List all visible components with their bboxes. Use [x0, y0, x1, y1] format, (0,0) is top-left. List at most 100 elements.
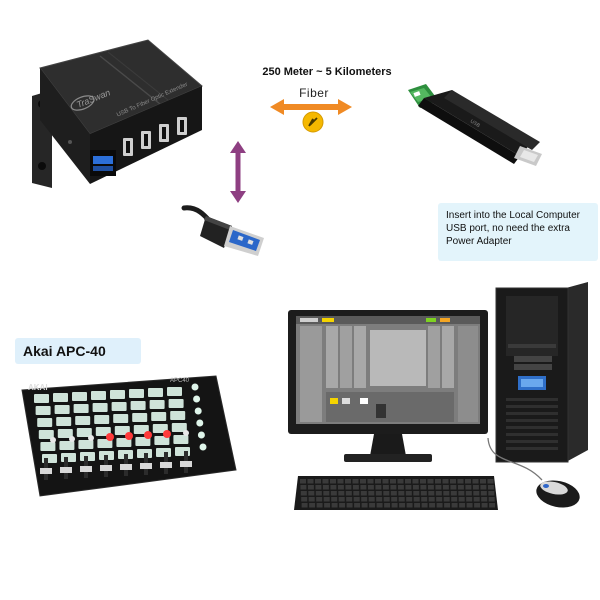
keyboard-key — [337, 479, 344, 484]
keyboard-key — [300, 479, 306, 484]
keyboard-key — [330, 491, 337, 496]
keyboard-key — [421, 497, 428, 502]
keyboard-key — [465, 485, 472, 490]
controller-pad — [152, 424, 168, 433]
keyboard-key — [435, 491, 442, 496]
akai-apc40-controller-illustration: AKAI APC40 — [21, 375, 237, 497]
keyboard-key — [473, 497, 480, 502]
controller-pad — [156, 448, 171, 457]
controller-pad — [76, 428, 92, 437]
keyboard-key — [390, 485, 397, 490]
keyboard-key — [457, 479, 464, 484]
keyboard-key — [324, 503, 331, 508]
keyboard-key — [481, 503, 488, 508]
usb-fiber-extender-illustration: TraSwan USB To Fiber Optic Extender — [32, 39, 203, 188]
keyboard-key — [308, 497, 315, 502]
keyboard-key — [322, 479, 329, 484]
controller-pad — [148, 388, 163, 397]
keyboard-key — [428, 497, 435, 502]
keyboard-key — [384, 503, 391, 508]
keyboard-key — [444, 503, 451, 508]
keyboard-key — [451, 503, 458, 508]
keyboard-key — [309, 503, 316, 508]
keyboard-key — [345, 485, 352, 490]
controller-pad — [75, 416, 91, 425]
keyboard-key — [489, 503, 496, 508]
keyboard-key — [421, 503, 428, 508]
usb-connection-arrow — [230, 141, 246, 203]
controller-fader-cap — [160, 462, 172, 468]
keyboard-key — [360, 485, 367, 490]
keyboard-key — [420, 491, 427, 496]
keyboard-key — [480, 479, 486, 484]
keyboard-key — [331, 503, 338, 508]
keyboard-key — [316, 503, 323, 508]
keyboard-key — [398, 491, 405, 496]
controller-led — [50, 437, 56, 443]
keyboard-key — [315, 491, 322, 496]
keyboard-key — [412, 479, 419, 484]
keyboard-key — [443, 491, 450, 496]
keyboard-key — [361, 497, 368, 502]
keyboard-key — [472, 479, 479, 484]
controller-pad — [91, 391, 106, 400]
keyboard-key — [465, 479, 471, 484]
controller-pad — [111, 402, 127, 411]
keyboard-key — [450, 491, 457, 496]
controller-side-button — [196, 419, 204, 427]
keyboard-key — [367, 479, 374, 484]
keyboard-key — [307, 485, 314, 490]
keyboard-key — [435, 479, 441, 484]
controller-pad — [59, 441, 75, 450]
controller-led — [69, 436, 75, 442]
keyboard-key — [427, 479, 434, 484]
controller-pad — [113, 414, 129, 423]
controller-pad — [151, 412, 167, 421]
keyboard-key — [345, 479, 351, 484]
keyboard-key — [442, 485, 449, 490]
controller-pad — [78, 440, 94, 449]
controller-pad — [170, 411, 186, 420]
keyboard-key — [459, 503, 466, 508]
controller-pad — [94, 415, 110, 424]
controller-pad — [97, 439, 113, 448]
keyboard-key — [382, 485, 389, 490]
keyboard-key — [383, 497, 390, 502]
keyboard-key — [323, 497, 330, 502]
controller-pad — [72, 392, 87, 401]
keyboard-key — [369, 503, 376, 508]
fiber-link-arrow — [270, 99, 352, 115]
keyboard-key — [398, 497, 405, 502]
keyboard-key — [466, 503, 473, 508]
controller-fader-cap — [80, 466, 92, 472]
controller-pad — [110, 390, 125, 399]
keyboard-key — [383, 491, 390, 496]
controller-pad — [129, 389, 144, 398]
keyboard-key — [413, 497, 420, 502]
keyboard-key — [352, 485, 359, 490]
keyboard-key — [391, 503, 398, 508]
controller-fader-cap — [100, 465, 112, 471]
controller-pad — [135, 437, 151, 446]
keyboard-key — [390, 479, 396, 484]
usb-fiber-dongle-illustration: USB — [408, 84, 542, 166]
keyboard-key — [338, 497, 345, 502]
keyboard-key — [354, 503, 361, 508]
controller-pad — [149, 400, 165, 409]
keyboard-key — [376, 503, 383, 508]
controller-pad — [53, 393, 68, 402]
keyboard-key — [442, 479, 449, 484]
controller-pad — [57, 429, 73, 438]
keyboard-key — [481, 497, 488, 502]
distance-label: 250 Meter ~ 5 Kilometers — [262, 66, 392, 78]
keyboard-key — [307, 479, 314, 484]
controller-brand-text: AKAI — [28, 383, 48, 392]
fiber-optic-icon — [302, 111, 324, 133]
keyboard-key — [376, 497, 383, 502]
keyboard-key — [375, 479, 381, 484]
controller-side-button — [199, 443, 207, 451]
keyboard-key — [458, 497, 465, 502]
keyboard-key — [345, 491, 352, 496]
keyboard-key — [346, 497, 353, 502]
keyboard-key — [361, 503, 368, 508]
